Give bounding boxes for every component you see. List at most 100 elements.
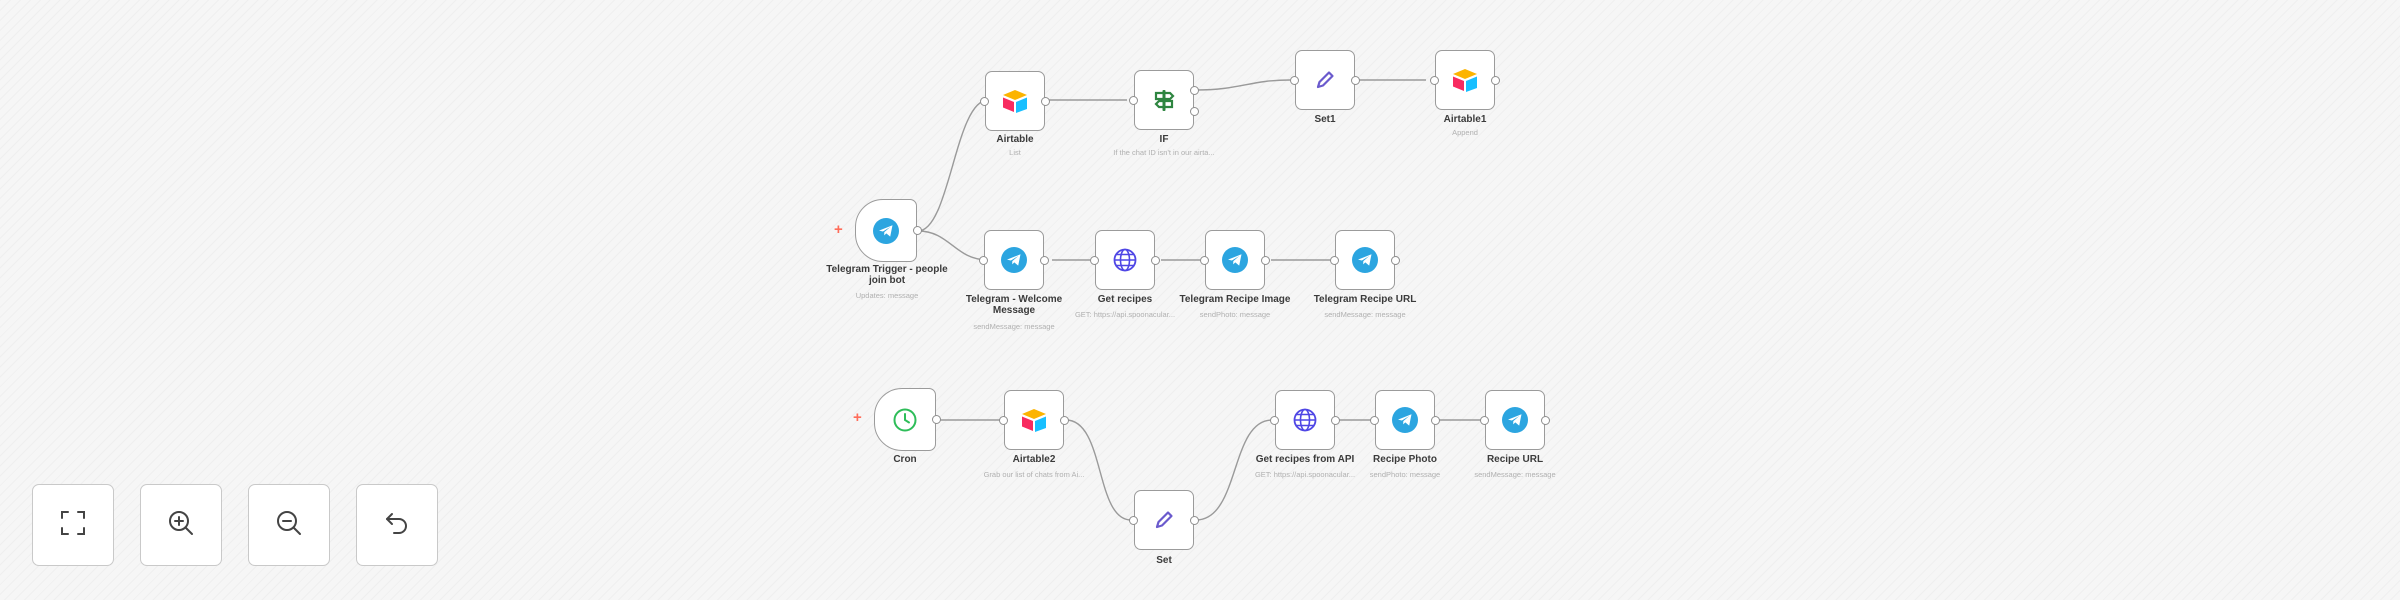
node-cron[interactable]: [874, 388, 941, 451]
connection-trigger-airtable: [917, 99, 989, 232]
node-title-recipe-photo: Recipe Photo: [1373, 454, 1437, 465]
node-get-recipes[interactable]: [1090, 230, 1160, 290]
node-recipe-photo[interactable]: [1370, 390, 1440, 450]
output-port[interactable]: [1151, 256, 1160, 265]
node-telegram-trigger[interactable]: [855, 199, 922, 262]
connection-set-get-recipes-api: [1195, 419, 1273, 521]
output-port[interactable]: [1491, 76, 1500, 85]
node-subtitle-airtable2: Grab our list of chats from Ai...: [983, 470, 1085, 479]
node-title-airtable: Airtable: [996, 134, 1034, 145]
input-port[interactable]: [979, 256, 988, 265]
node-subtitle-telegram-recipe-image: sendPhoto: message: [1199, 310, 1271, 319]
output-port[interactable]: [913, 226, 922, 235]
node-title-telegram-recipe-image: Telegram Recipe Image: [1179, 294, 1291, 305]
connection-if-set1: [1195, 79, 1291, 91]
node-subtitle-airtable: List: [1009, 148, 1021, 157]
node-subtitle-if: If the chat ID isn't in our airta...: [1113, 148, 1215, 157]
output-port[interactable]: [1261, 256, 1270, 265]
fullscreen-icon: [58, 508, 88, 543]
output-port[interactable]: [1431, 416, 1440, 425]
signpost-icon: [1149, 85, 1179, 115]
zoom-in-icon: [166, 508, 196, 543]
input-port[interactable]: [1200, 256, 1209, 265]
input-port[interactable]: [1430, 76, 1439, 85]
node-title-set: Set: [1156, 555, 1172, 566]
output-port-true[interactable]: [1190, 86, 1199, 95]
telegram-icon: [1500, 405, 1530, 435]
fit-view-button[interactable]: [32, 484, 114, 566]
output-port[interactable]: [1351, 76, 1360, 85]
input-port[interactable]: [1290, 76, 1299, 85]
input-port[interactable]: [1330, 256, 1339, 265]
input-port[interactable]: [1270, 416, 1279, 425]
node-if[interactable]: [1129, 70, 1199, 130]
node-airtable2[interactable]: [999, 390, 1069, 450]
input-port[interactable]: [999, 416, 1008, 425]
airtable-icon: [1450, 65, 1480, 95]
telegram-icon: [1350, 245, 1380, 275]
input-port[interactable]: [1370, 416, 1379, 425]
clock-icon: [890, 405, 920, 435]
node-title-get-recipes-api: Get recipes from API: [1255, 454, 1355, 465]
node-set1[interactable]: [1290, 50, 1360, 110]
node-title-telegram-welcome: Telegram - Welcome Message: [965, 294, 1063, 316]
node-subtitle-telegram-trigger: Updates: message: [855, 291, 919, 300]
node-recipe-url[interactable]: [1480, 390, 1550, 450]
output-port[interactable]: [1040, 256, 1049, 265]
node-airtable[interactable]: [980, 71, 1050, 131]
node-title-set1: Set1: [1314, 114, 1336, 125]
connection-trigger-telegram-welcome: [917, 230, 989, 261]
node-subtitle-recipe-url: sendMessage: message: [1474, 470, 1556, 479]
input-port[interactable]: [1129, 96, 1138, 105]
node-subtitle-telegram-welcome: sendMessage: message: [973, 322, 1055, 331]
output-port[interactable]: [1060, 416, 1069, 425]
globe-icon: [1110, 245, 1140, 275]
input-port[interactable]: [1090, 256, 1099, 265]
output-port[interactable]: [1541, 416, 1550, 425]
zoom-in-button[interactable]: [140, 484, 222, 566]
node-telegram-recipe-image[interactable]: [1200, 230, 1270, 290]
node-title-airtable2: Airtable2: [1012, 454, 1056, 465]
node-subtitle-airtable1: Append: [1452, 128, 1478, 137]
undo-icon: [382, 508, 412, 543]
add-trigger-icon[interactable]: +: [834, 221, 843, 238]
telegram-icon: [871, 216, 901, 246]
node-set[interactable]: [1129, 490, 1199, 550]
output-port[interactable]: [1041, 97, 1050, 106]
output-port[interactable]: [1331, 416, 1340, 425]
node-subtitle-recipe-photo: sendPhoto: message: [1369, 470, 1441, 479]
airtable-icon: [1019, 405, 1049, 435]
input-port[interactable]: [980, 97, 989, 106]
telegram-icon: [1390, 405, 1420, 435]
node-title-cron: Cron: [893, 454, 917, 465]
zoom-out-button[interactable]: [248, 484, 330, 566]
node-telegram-welcome[interactable]: [979, 230, 1049, 290]
node-airtable1[interactable]: [1430, 50, 1500, 110]
node-title-get-recipes: Get recipes: [1097, 294, 1153, 305]
node-title-recipe-url: Recipe URL: [1486, 454, 1544, 465]
telegram-icon: [1220, 245, 1250, 275]
add-trigger-icon[interactable]: +: [853, 409, 862, 426]
node-subtitle-get-recipes-api: GET: https://api.spoonacular...: [1254, 470, 1356, 479]
connection-airtable2-set: [1065, 419, 1132, 521]
input-port[interactable]: [1480, 416, 1489, 425]
output-port[interactable]: [932, 415, 941, 424]
zoom-out-icon: [274, 508, 304, 543]
output-port[interactable]: [1391, 256, 1400, 265]
node-title-telegram-trigger: Telegram Trigger - people join bot: [826, 264, 948, 286]
input-port[interactable]: [1129, 516, 1138, 525]
node-telegram-recipe-url[interactable]: [1330, 230, 1400, 290]
pen-icon: [1310, 65, 1340, 95]
node-title-telegram-recipe-url: Telegram Recipe URL: [1313, 294, 1417, 305]
node-get-recipes-api[interactable]: [1270, 390, 1340, 450]
output-port[interactable]: [1190, 516, 1199, 525]
globe-icon: [1290, 405, 1320, 435]
pen-icon: [1149, 505, 1179, 535]
output-port-false[interactable]: [1190, 107, 1199, 116]
node-title-if: IF: [1159, 134, 1169, 145]
airtable-icon: [1000, 86, 1030, 116]
telegram-icon: [999, 245, 1029, 275]
reset-zoom-button[interactable]: [356, 484, 438, 566]
